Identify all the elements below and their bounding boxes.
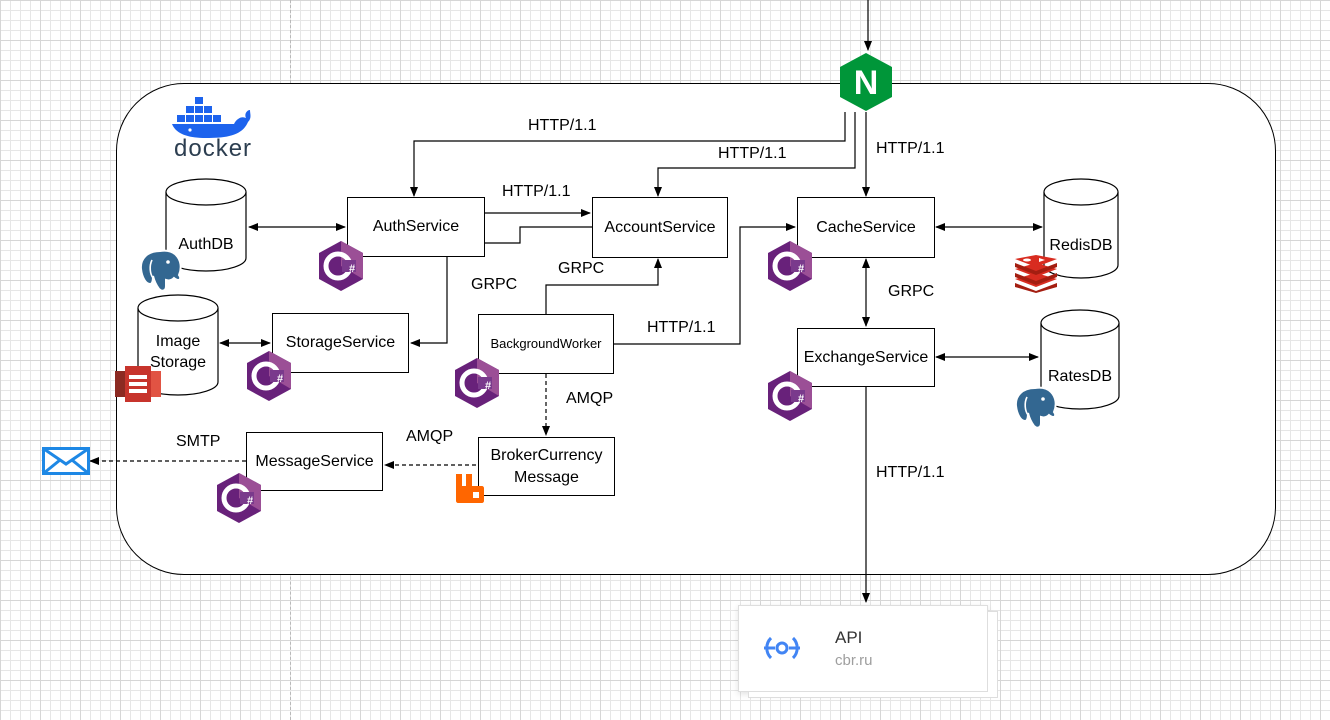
svg-text:#: # [485,380,491,392]
exchange-service-label: ExchangeService [803,349,929,366]
auth-service-label: AuthService [372,218,460,235]
background-worker[interactable]: BackgroundWorker [478,314,614,374]
redisdb[interactable]: RedisDB [1044,180,1118,278]
edge-worker-cache [614,223,796,345]
api-icon [761,632,803,669]
redisdb-label: RedisDB [1049,237,1113,254]
mail-icon[interactable] [42,447,90,480]
image-storage-label-line2: Storage [149,354,207,371]
svg-text:#: # [349,263,355,275]
edge-worker-account [545,258,662,314]
label-cache-exchange: GRPC [886,283,937,301]
api-subtitle: cbr.ru [835,652,873,669]
message-service-label: MessageService [255,452,374,470]
csharp-icon: # [454,357,500,414]
label-exchange-api: HTTP/1.1 [874,464,947,482]
postgresql-icon [136,248,184,299]
label-worker-broker: AMQP [564,390,616,408]
aws-s3-icon [115,366,161,407]
exchange-service[interactable]: ExchangeService [797,328,935,387]
auth-service[interactable]: AuthService [347,197,485,257]
svg-text:#: # [798,393,804,405]
redisdb-cylinder [1043,178,1119,279]
edge-nginx-auth [410,112,846,197]
authdb-label: AuthDB [178,236,234,253]
rabbitmq-icon [454,472,486,509]
label-nginx-account: HTTP/1.1 [716,145,789,163]
label-broker-message: AMQP [404,428,456,446]
label-nginx-auth: HTTP/1.1 [526,117,599,135]
redis-icon [1013,255,1059,298]
svg-text:#: # [277,373,283,385]
ratesdb-cylinder [1040,309,1120,410]
label-message-mail: SMTP [174,433,223,451]
authdb[interactable]: AuthDB [166,180,246,272]
csharp-icon: # [216,472,262,529]
image-storage-label-line1: Image [155,333,201,350]
svg-text:#: # [247,495,253,507]
cache-service-label: CacheService [816,218,916,236]
message-service[interactable]: MessageService [246,432,383,491]
nginx-letter: N [854,64,879,102]
account-service-label: AccountService [604,218,716,236]
background-worker-label: BackgroundWorker [490,336,602,351]
broker-currency-message[interactable]: BrokerCurrency Message [478,437,615,496]
csharp-icon: # [767,370,813,427]
label-auth-account: HTTP/1.1 [500,183,573,201]
docker-icon [168,96,258,160]
authdb-cylinder [165,178,247,272]
svg-text:#: # [798,263,804,275]
account-service[interactable]: AccountService [592,197,728,258]
label-worker-cache: HTTP/1.1 [645,319,718,337]
csharp-icon: # [246,350,292,407]
api-title: API [835,628,863,647]
external-api-card[interactable]: API cbr.ru [738,605,988,692]
ratesdb-label: RatesDB [1047,368,1113,385]
image-storage[interactable]: Image Storage [138,296,218,396]
cache-service[interactable]: CacheService [797,197,935,258]
broker-label-line2: Message [514,468,579,486]
postgresql-icon [1011,385,1059,436]
csharp-icon: # [318,240,364,297]
csharp-icon: # [767,240,813,297]
nginx-icon[interactable]: N [838,52,894,112]
label-worker-account: GRPC [556,260,607,278]
storage-service-label: StorageService [285,334,396,351]
ratesdb[interactable]: RatesDB [1041,310,1119,410]
edge-nginx-account [654,112,856,197]
broker-label-line1: BrokerCurrency [490,446,603,464]
docker-logo-text: docker [174,135,253,162]
storage-service[interactable]: StorageService [272,313,409,373]
label-nginx-cache: HTTP/1.1 [874,140,947,158]
label-account-storage: GRPC [469,276,520,294]
